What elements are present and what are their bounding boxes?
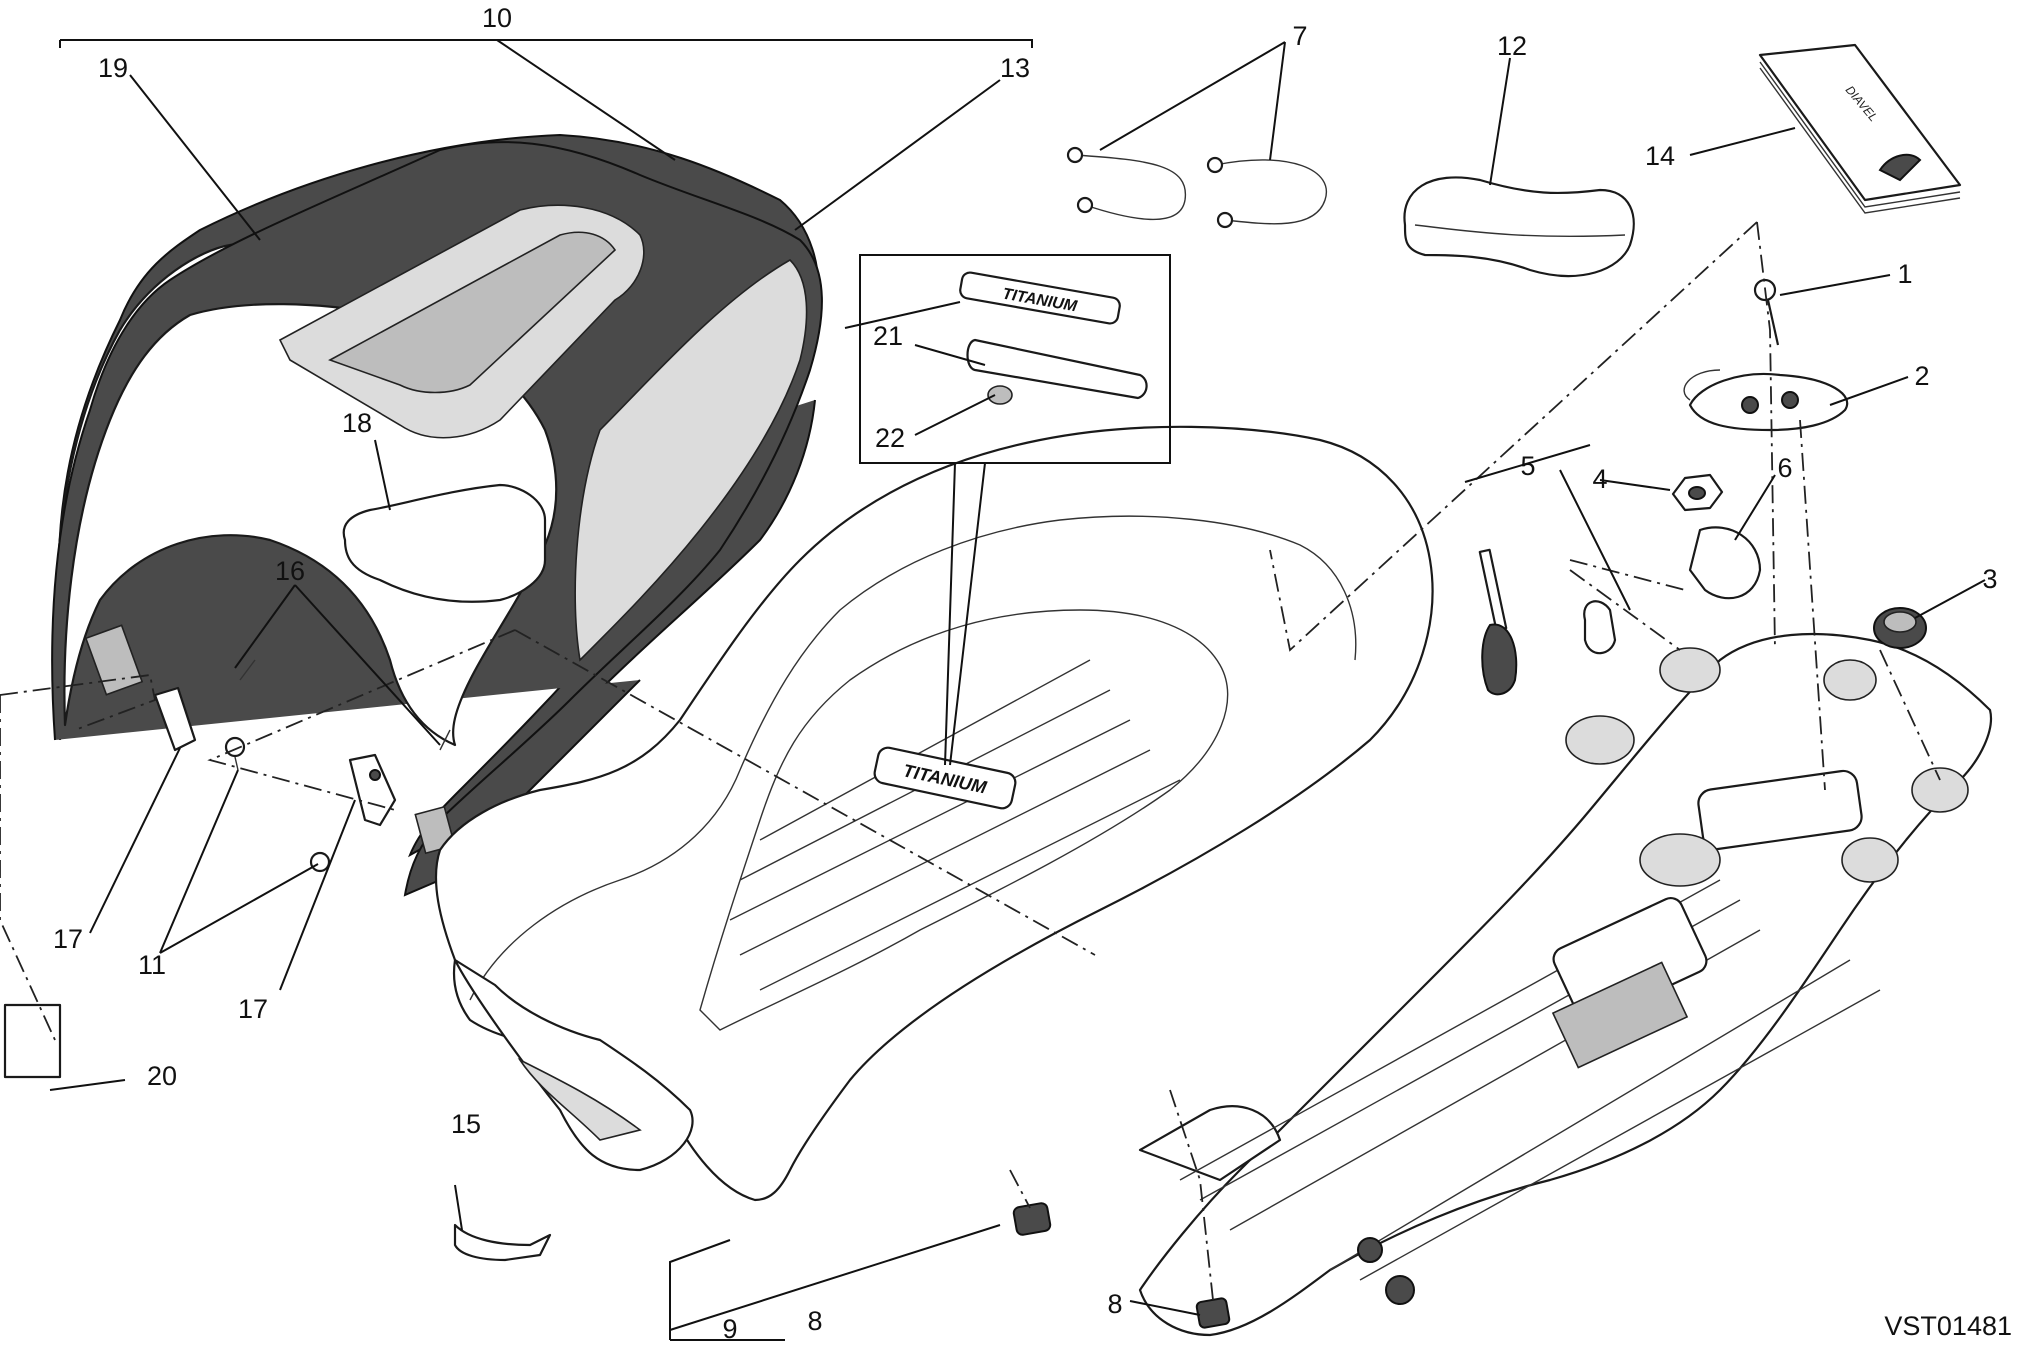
cable-kit-part [1066,146,1328,229]
callout-21: 21 [873,321,903,351]
seat-base-subframe [1138,632,1993,1337]
callout-7: 7 [1292,21,1307,51]
cushion-part [1403,176,1635,278]
callout-10: 10 [482,3,512,33]
callout-14: 14 [1645,141,1675,171]
callout-5: 5 [1520,451,1535,481]
callout-11: 11 [138,950,166,980]
lock-hardware-parts [1478,278,1927,696]
leader-lines [49,39,1986,1341]
seat-cowl-part [51,133,823,897]
callout-20: 20 [147,1061,177,1091]
assembly-dash-lines [0,221,1941,1301]
callout-18: 18 [342,408,372,438]
badge-inset-box: TITANIUM [859,254,1171,464]
callout-17-right: 17 [238,994,268,1024]
callout-12: 12 [1497,31,1527,61]
rider-seat-part: TITANIUM [434,425,1434,1236]
callout-17-left: 17 [53,924,83,954]
foam-pad-part [342,483,547,603]
callout-labels: 10 19 13 7 12 14 1 2 3 4 5 6 18 16 17 11… [53,3,2012,1344]
owner-manual-part: DIAVEL [1758,43,1962,214]
callout-6: 6 [1777,453,1792,483]
callout-15: 15 [451,1109,481,1139]
callout-19: 19 [98,53,128,83]
callout-9: 9 [722,1314,737,1344]
callout-2: 2 [1914,361,1929,391]
callout-8-seat: 8 [807,1306,822,1336]
callout-16: 16 [275,556,305,586]
callout-13: 13 [1000,53,1030,83]
warning-label-part [3,1003,62,1079]
drawing-code: VST01481 [1884,1311,2012,1341]
callout-22: 22 [875,423,905,453]
callout-4: 4 [1592,464,1607,494]
callout-3: 3 [1982,564,1997,594]
callout-1: 1 [1897,259,1912,289]
callout-8-frame: 8 [1107,1289,1122,1319]
